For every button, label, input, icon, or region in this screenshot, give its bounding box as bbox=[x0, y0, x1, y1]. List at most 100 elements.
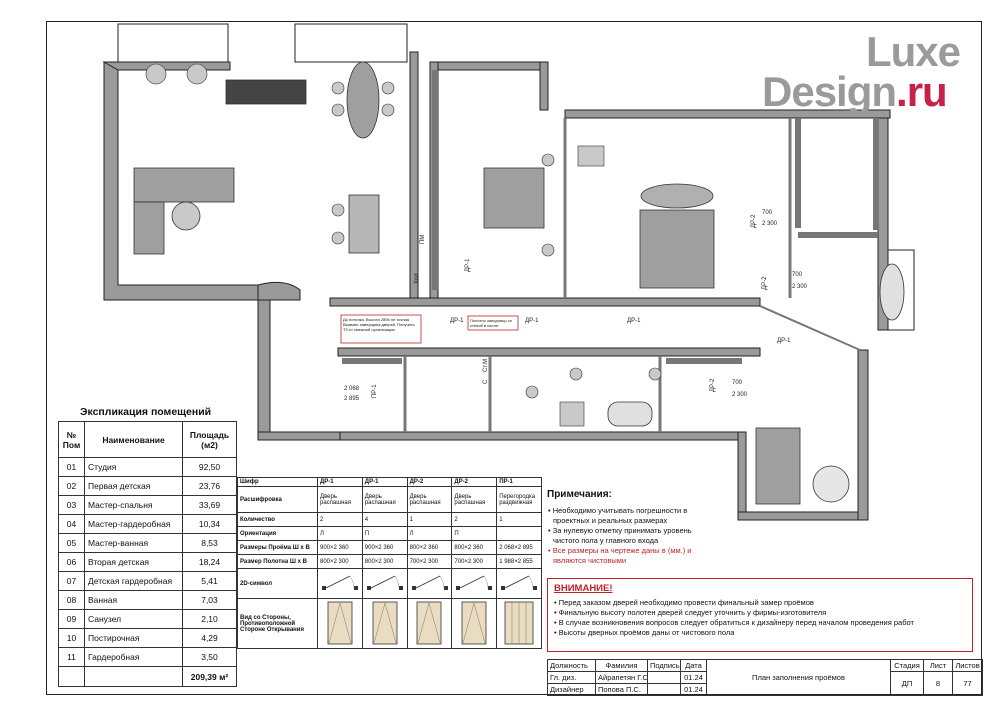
logo-suffix: .ru bbox=[896, 68, 948, 115]
door-cell: Дверь распашная bbox=[451, 486, 498, 513]
door-column-header: ДР-2 bbox=[451, 477, 498, 487]
explication-area: 10,34 bbox=[182, 514, 237, 534]
door-row-label: Вид со Стороны, Противоположной Стороне … bbox=[237, 598, 318, 649]
bed-master bbox=[639, 209, 715, 289]
logo-design: Design bbox=[762, 68, 897, 115]
explication-header-number: № Пом bbox=[58, 421, 85, 458]
door-mark: ДР-1 bbox=[627, 318, 641, 324]
door-dimension: 700 bbox=[732, 380, 743, 386]
note-item-text: За нулевую отметку принимать уровень чис… bbox=[552, 526, 692, 545]
radiator bbox=[225, 79, 307, 105]
explication-number: 01 bbox=[58, 457, 85, 477]
door-symbol-row: 2D-символ bbox=[237, 568, 542, 599]
exterior-wall bbox=[857, 349, 869, 521]
logo-line-2: Design.ru bbox=[762, 68, 948, 116]
bathtub-master bbox=[879, 263, 905, 321]
dining-table bbox=[346, 61, 380, 139]
door-cell: 2 bbox=[451, 512, 498, 527]
explication-area: 33,69 bbox=[182, 495, 237, 515]
exterior-wall bbox=[257, 431, 341, 441]
balcony-middle bbox=[294, 23, 408, 63]
sheet-frame bbox=[46, 21, 982, 695]
stamp-header-sheets: Листов bbox=[952, 659, 983, 672]
door-cell: Л bbox=[406, 526, 453, 541]
door-elevation-icon bbox=[406, 598, 453, 649]
door-cell: 700×2 300 bbox=[451, 554, 498, 569]
exterior-wall bbox=[737, 431, 747, 521]
door-cell: П bbox=[451, 526, 498, 541]
door-cell: 4 bbox=[361, 512, 408, 527]
exterior-wall bbox=[564, 109, 891, 119]
door-2d-symbol-icon bbox=[406, 568, 453, 599]
exterior-wall bbox=[429, 61, 546, 71]
note-item-red: • Все размеры на чертеже даны в (мм.) и … bbox=[548, 546, 692, 565]
stamp-signature-2 bbox=[647, 683, 681, 696]
explication-number: 05 bbox=[58, 533, 85, 553]
door-mark: ДР-1 bbox=[777, 338, 791, 344]
stamp-position-1: Гл. диз. bbox=[547, 671, 596, 684]
explication-number: 09 bbox=[58, 609, 85, 629]
stamp-header-position: Должность bbox=[547, 659, 596, 672]
warning-title: ВНИМАНИЕ! bbox=[554, 583, 613, 594]
explication-number: 07 bbox=[58, 571, 85, 591]
door-cell: 2 bbox=[317, 512, 363, 527]
door-2d-symbol-icon bbox=[361, 568, 408, 599]
room-label: Хол bbox=[414, 273, 420, 284]
explication-name: Первая детская bbox=[84, 476, 183, 496]
door-cell: 2 068×2 895 bbox=[496, 540, 542, 555]
explication-name: Студия bbox=[84, 457, 183, 477]
stamp-stage: ДП bbox=[890, 671, 924, 696]
door-row-label: 2D-символ bbox=[237, 568, 318, 599]
balcony-left bbox=[117, 23, 229, 63]
warning-item-text: Финальную высоту полотен дверей следует … bbox=[558, 608, 827, 617]
explication-number: 11 bbox=[58, 647, 85, 667]
door-column-header: Шифр bbox=[237, 477, 318, 487]
door-row-label: Размеры Проёма Ш x В bbox=[237, 540, 318, 555]
warning-item-text: В случае возникновения вопросов следует … bbox=[558, 618, 914, 627]
door-dimension: 2 300 bbox=[762, 221, 778, 227]
explication-header-name: Наименование bbox=[84, 421, 183, 458]
note-item-text: Необходимо учитывать погрешности в проек… bbox=[552, 506, 688, 525]
door-mark: ДР-2 bbox=[762, 276, 768, 290]
explication-number: 08 bbox=[58, 590, 85, 610]
stamp-surname-2: Попова П.С. bbox=[595, 683, 648, 696]
stamp-sheet-title: План заполнения проёмов bbox=[706, 659, 891, 696]
warning-item-text: Перед заказом дверей необходимо провести… bbox=[558, 598, 814, 607]
door-cell: 800×2 360 bbox=[406, 540, 453, 555]
kitchen-island bbox=[348, 194, 380, 254]
explication-number: 04 bbox=[58, 514, 85, 534]
door-dimension: 700 bbox=[762, 210, 773, 216]
logo-line-1: Luxe bbox=[865, 28, 961, 75]
stamp-sheets: 77 bbox=[952, 671, 983, 696]
stamp-surname-1: Айрапетян Г.С. bbox=[595, 671, 648, 684]
stamp-date-2: 01.24 bbox=[680, 683, 707, 696]
stamp-header-signature: Подпись bbox=[647, 659, 681, 672]
door-cell: Дверь распашная bbox=[317, 486, 363, 513]
stamp-header-sheet: Лист bbox=[923, 659, 953, 672]
explication-name: Гардеробная bbox=[84, 647, 183, 667]
sliding-partition-elevation-icon bbox=[496, 598, 542, 649]
explication-area: 2,10 bbox=[182, 609, 237, 629]
door-cell: 800×2 300 bbox=[361, 554, 408, 569]
exterior-wall bbox=[409, 51, 419, 301]
explication-name: Мастер-гардеробная bbox=[84, 514, 183, 534]
plan-note-box bbox=[467, 315, 519, 331]
door-row-label: Ориентация bbox=[237, 526, 318, 541]
bathtub-hall bbox=[607, 401, 653, 427]
notes: Примечания: • Необходимо учитывать погре… bbox=[547, 490, 717, 566]
door-row-label: Количество bbox=[237, 512, 318, 527]
explication-total-spacer bbox=[84, 666, 183, 687]
bed-first-kids bbox=[483, 167, 545, 229]
title-block-table: Должность Фамилия Подпись Дата План запо… bbox=[547, 659, 983, 696]
